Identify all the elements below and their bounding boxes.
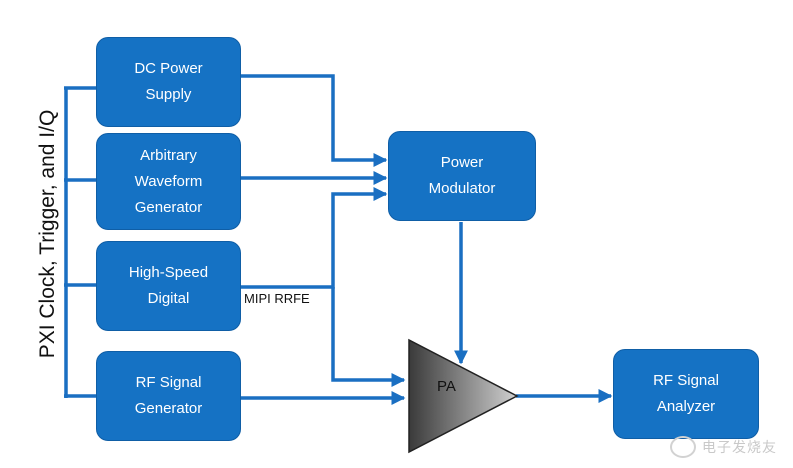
wire-dc-to-modulator bbox=[240, 74, 388, 167]
block-rf-signal-generator: RF Signal Generator bbox=[96, 351, 241, 441]
watermark: 电子发烧友 bbox=[670, 436, 777, 458]
block-high-speed-digital: High-Speed Digital bbox=[96, 241, 241, 331]
wire-digital-to-modulator bbox=[240, 187, 388, 289]
pxi-bus bbox=[64, 86, 96, 398]
pa-label: PA bbox=[437, 378, 456, 395]
pa-amplifier-triangle bbox=[408, 338, 519, 454]
block-power-modulator: Power Modulator bbox=[388, 131, 536, 221]
wire-digital-to-pa bbox=[331, 287, 406, 387]
block-rf-signal-analyzer: RF Signal Analyzer bbox=[613, 349, 759, 439]
block-dc-power-supply: DC Power Supply bbox=[96, 37, 241, 127]
block-arbitrary-waveform-generator: Arbitrary Waveform Generator bbox=[96, 133, 241, 230]
watermark-logo-icon bbox=[670, 436, 696, 458]
pxi-bus-label: PXI Clock, Trigger, and I/Q bbox=[36, 109, 59, 359]
mipi-rffe-label: MIPI RRFE bbox=[244, 291, 310, 306]
watermark-text: 电子发烧友 bbox=[702, 439, 777, 455]
